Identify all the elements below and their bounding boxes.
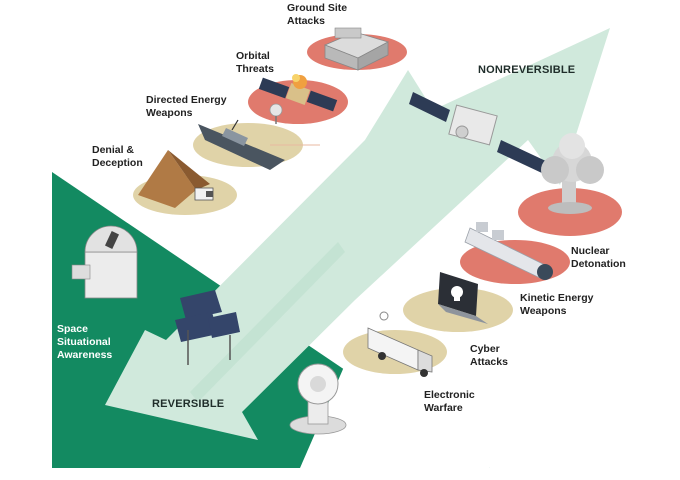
pyramid-truck-icon (133, 150, 237, 215)
jamming-truck-icon (343, 311, 447, 377)
building-icon (307, 27, 407, 71)
mushroom-cloud-icon (518, 133, 622, 236)
reversible-label: REVERSIBLE (152, 398, 225, 410)
ground-site-attacks-label: Ground Site Attacks (287, 2, 348, 27)
denial-deception-label: Denial & Deception (92, 144, 143, 169)
laser-ship-icon (193, 119, 320, 170)
space-situational-awareness-label: Space Situational Awareness (57, 323, 113, 361)
cyber-attacks-label: Cyber Attacks (470, 343, 508, 368)
orbital-threats-label: Orbital Threats (236, 50, 274, 75)
kinetic-energy-weapons-label: Kinetic Energy Weapons (520, 292, 594, 317)
nuclear-detonation-label: Nuclear Detonation (571, 245, 626, 270)
missile-icon (460, 222, 570, 284)
solar-panel-icon (175, 290, 240, 365)
nonreversible-label: NONREVERSIBLE (478, 64, 576, 76)
satellite-icon (409, 92, 548, 174)
radar-dish-icon (289, 363, 347, 435)
white-wedge (300, 330, 490, 468)
directed-energy-weapons-label: Directed Energy Weapons (146, 94, 227, 119)
observatory-icon (71, 225, 138, 299)
electronic-warfare-label: Electronic Warfare (424, 389, 475, 414)
arrow-shading (190, 242, 345, 402)
satellite-explosion-icon (248, 74, 348, 124)
laptop-skull-icon (403, 272, 513, 332)
